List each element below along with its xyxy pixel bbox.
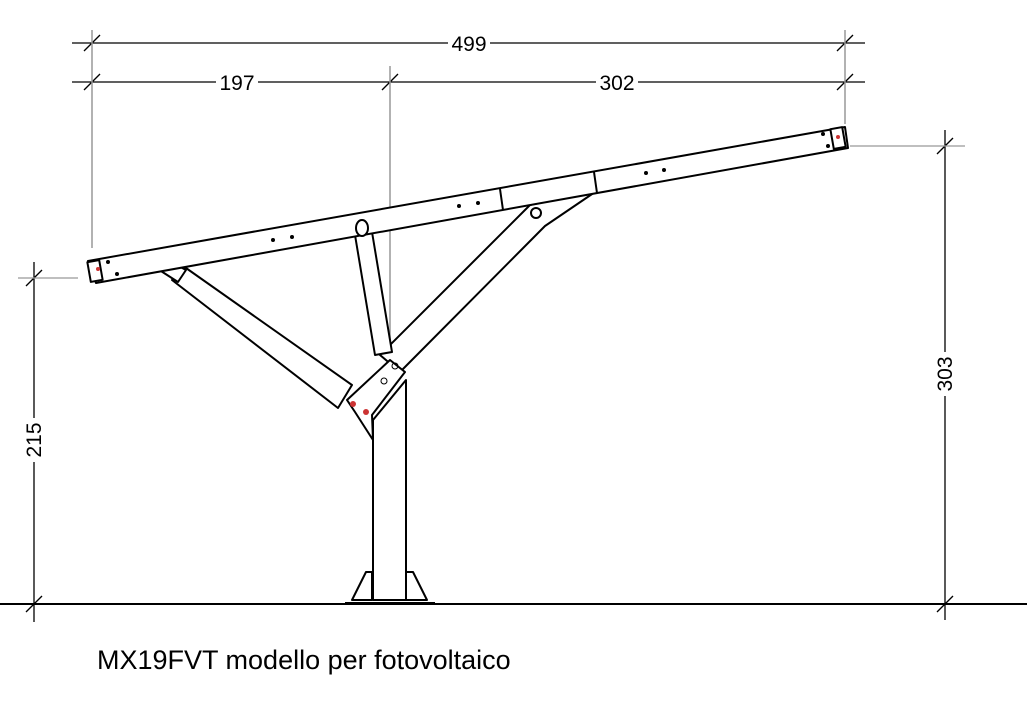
beam [87, 126, 849, 284]
dim-right-width: 302 [599, 72, 634, 95]
dim-right-height: 303 [934, 356, 957, 391]
column [372, 379, 407, 601]
joint-plate [346, 359, 406, 441]
dim-total-width: 499 [451, 33, 486, 56]
center-strut [354, 231, 393, 356]
left-strut [171, 267, 353, 409]
dim-left-height: 215 [23, 422, 46, 457]
foot-right [405, 571, 428, 601]
foot-left [351, 571, 373, 601]
dimension-lines [18, 34, 965, 622]
dim-left-width: 197 [219, 72, 254, 95]
drawing-caption: MX19FVT modello per fotovoltaico [97, 645, 511, 675]
bolts [96, 132, 840, 415]
structure [86, 126, 849, 604]
